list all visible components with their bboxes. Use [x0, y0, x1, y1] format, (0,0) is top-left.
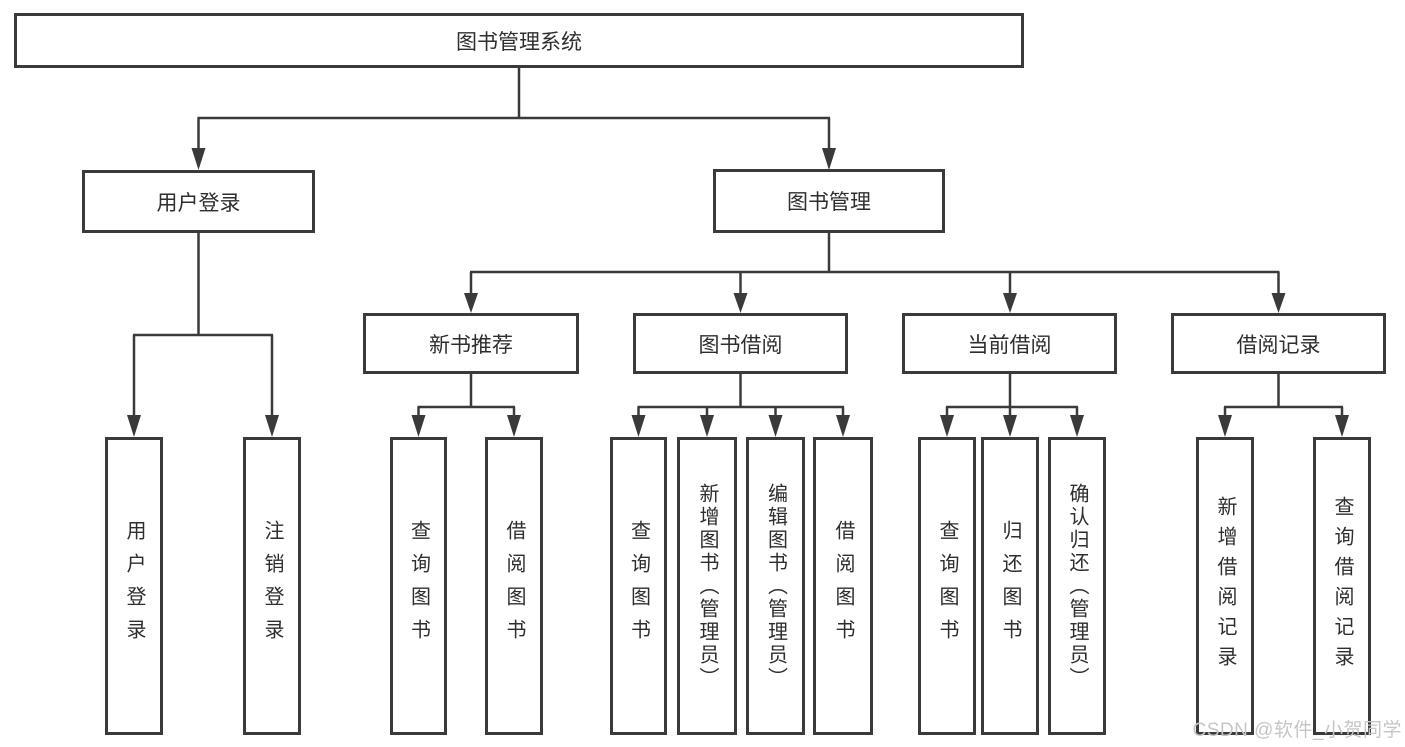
node-current-borrow: 当前借阅 [902, 313, 1117, 374]
leaf-user-login: 用户登录 [105, 437, 163, 735]
node-book-borrow-label: 图书借阅 [698, 333, 783, 357]
leaf-query-borrow-record: 查询借阅记录 [1313, 437, 1371, 735]
connector-book-borrow-children [631, 374, 850, 437]
leaf-add-borrow-record: 新增借阅记录 [1196, 437, 1254, 735]
leaf-borrow-book-recommend: 借阅图书 [485, 437, 543, 735]
node-user-login: 用户登录 [82, 170, 315, 233]
leaf-query-book-current-label: 查询图书 [936, 520, 958, 652]
node-book-management-label: 图书管理 [787, 191, 871, 214]
leaf-logout-login: 注销登录 [243, 437, 301, 735]
node-current-borrow-label: 当前借阅 [967, 333, 1052, 357]
node-root: 图书管理系统 [14, 13, 1024, 68]
node-borrow-records-label: 借阅记录 [1236, 333, 1321, 357]
node-new-book-recommend: 新书推荐 [363, 313, 579, 374]
leaf-logout-login-label: 注销登录 [261, 520, 283, 652]
leaf-borrow-book-label: 借阅图书 [832, 520, 854, 652]
leaf-edit-book-admin-label: 编辑图书（管理员） [764, 482, 787, 690]
connector-user-login-children [127, 233, 279, 437]
leaf-add-borrow-record-label: 新增借阅记录 [1214, 496, 1236, 676]
connector-book-mgmt-children [464, 233, 1286, 313]
leaf-borrow-book: 借阅图书 [813, 437, 873, 735]
leaf-query-book-current: 查询图书 [918, 437, 976, 735]
leaf-user-login-label: 用户登录 [123, 520, 145, 652]
node-root-label: 图书管理系统 [456, 30, 582, 54]
leaf-query-borrow-record-label: 查询借阅记录 [1331, 496, 1353, 676]
connector-root-to-level2 [191, 68, 836, 170]
node-borrow-records: 借阅记录 [1171, 313, 1386, 374]
node-book-management: 图书管理 [713, 169, 945, 233]
leaf-confirm-return-admin-label: 确认归还（管理员） [1066, 482, 1088, 690]
watermark: CSDN @软件_小贺同学 [1192, 720, 1402, 741]
leaf-return-book-label: 归还图书 [999, 520, 1021, 652]
node-new-book-recommend-label: 新书推荐 [429, 333, 513, 357]
leaf-query-book-borrow-label: 查询图书 [627, 520, 650, 652]
leaf-query-book-recommend-label: 查询图书 [407, 520, 430, 652]
connector-current-borrow-children [940, 374, 1084, 437]
connector-new-book-rec-children [411, 374, 521, 437]
leaf-add-book-admin: 新增图书（管理员） [677, 437, 737, 735]
leaf-edit-book-admin: 编辑图书（管理员） [746, 437, 805, 735]
leaf-confirm-return-admin: 确认归还（管理员） [1048, 437, 1106, 735]
leaf-add-book-admin-label: 新增图书（管理员） [696, 482, 718, 690]
leaf-borrow-book-recommend-label: 借阅图书 [503, 520, 525, 652]
leaf-return-book: 归还图书 [981, 437, 1039, 735]
leaf-query-book-borrow: 查询图书 [610, 437, 667, 735]
leaf-query-book-recommend: 查询图书 [390, 437, 447, 735]
connector-borrow-records-children [1218, 374, 1349, 437]
node-book-borrow: 图书借阅 [633, 313, 848, 374]
node-user-login-label: 用户登录 [156, 191, 241, 215]
